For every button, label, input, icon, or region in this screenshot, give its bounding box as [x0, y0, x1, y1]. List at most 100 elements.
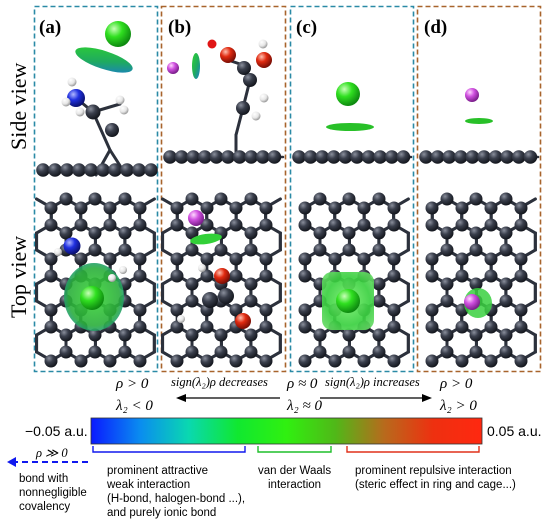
carbon-atom — [214, 328, 228, 342]
vdw-bracket — [257, 446, 332, 453]
carbon-atom — [214, 345, 228, 359]
carbon-atom — [387, 252, 401, 266]
carbon-atom — [229, 252, 243, 266]
carbon-atom — [118, 226, 132, 240]
carbon-atom — [455, 252, 469, 266]
carbon-atom — [387, 269, 401, 283]
carbon-atom — [174, 150, 189, 164]
color-scale-bar — [90, 417, 483, 445]
carbon-atom — [484, 320, 498, 334]
carbon-atom — [342, 243, 356, 257]
carbon-atom — [440, 192, 454, 206]
carbon-atom — [357, 201, 371, 215]
hydrogen-atom — [108, 274, 116, 282]
carbon-atom — [170, 201, 184, 215]
carbon-atom — [484, 218, 498, 232]
carbon-atom — [361, 150, 376, 164]
hydrogen-atom — [61, 97, 71, 107]
carbon-atom — [499, 294, 513, 308]
carbon-atom — [144, 163, 158, 177]
carbon-atom — [500, 150, 514, 164]
carbon-atom — [36, 163, 50, 177]
carbon-atom — [425, 269, 439, 283]
carbon-atom — [244, 243, 258, 257]
carbon-atom — [469, 328, 483, 342]
left-condition-rho: ρ > 0 — [115, 376, 149, 392]
carbon-atom — [514, 303, 528, 317]
carbon-atom — [469, 243, 483, 257]
carbon-atom — [387, 218, 401, 232]
carbon-atom — [385, 150, 399, 164]
carbon-atom — [372, 294, 386, 308]
panel-label-a: (a) — [39, 17, 61, 38]
hydrogen-atom — [54, 248, 62, 256]
carbon-atom — [133, 252, 147, 266]
repulsive-bracket — [346, 446, 480, 453]
carbon-atom — [88, 226, 102, 240]
carbon-atom — [387, 201, 401, 215]
carbon-atom — [237, 61, 251, 75]
carbon-atom — [259, 218, 273, 232]
covalent-line-1: bond with — [19, 473, 68, 485]
carbon-atom — [118, 243, 132, 257]
carbon-atom — [209, 150, 224, 164]
carbon-atom — [488, 150, 503, 164]
carbon-atom — [59, 226, 73, 240]
carbon-atom — [298, 320, 312, 334]
carbon-atom — [465, 150, 480, 164]
scale-min-label: −0.05 a.u. — [25, 423, 88, 439]
oxygen-atom — [220, 47, 236, 63]
carbon-atom — [185, 243, 199, 257]
panel-label-b: (b) — [168, 17, 191, 38]
carbon-atom — [259, 303, 273, 317]
carbon-atom — [133, 201, 147, 215]
covalent-line-3: covalency — [19, 501, 70, 513]
carbon-atom — [342, 328, 356, 342]
oxygen-atom — [214, 268, 230, 284]
carbon-atom — [484, 269, 498, 283]
carbon-atom — [133, 269, 147, 283]
carbon-atom — [88, 345, 102, 359]
carbon-atom — [72, 163, 86, 177]
hydrogen-atom — [115, 95, 125, 105]
carbon-atom — [259, 354, 273, 368]
carbon-atom — [243, 73, 257, 87]
carbon-atom — [200, 354, 214, 368]
carbon-atom — [244, 345, 258, 359]
vdw-category: van der Waals interaction — [258, 465, 331, 491]
carbon-atom — [396, 150, 411, 164]
carbon-atom — [514, 218, 528, 232]
carbon-atom — [44, 252, 58, 266]
attractive-bracket — [92, 446, 246, 453]
carbon-atom — [88, 192, 102, 206]
carbon-atom — [440, 345, 454, 359]
carbon-atom — [484, 252, 498, 266]
carbon-atom — [85, 104, 101, 120]
attractive-line-1: prominent attractive — [107, 465, 208, 477]
carbon-atom — [499, 328, 513, 342]
carbon-atom — [292, 150, 306, 164]
carbon-atom — [202, 292, 218, 308]
carbon-atom — [469, 192, 483, 206]
isosurface — [190, 233, 222, 245]
carbon-atom — [372, 243, 386, 257]
carbon-atom — [244, 277, 258, 291]
hydrogen-atom — [119, 266, 127, 274]
carbon-atom — [298, 354, 312, 368]
carbon-atom — [440, 226, 454, 240]
carbon-atom — [454, 150, 468, 164]
carbon-atom — [255, 150, 270, 164]
carbon-atom — [499, 226, 513, 240]
carbon-atom — [170, 303, 184, 317]
panel-frame-c — [289, 5, 415, 373]
carbon-atom — [387, 320, 401, 334]
carbon-atom — [514, 320, 528, 334]
panel-frame-d — [416, 5, 542, 373]
carbon-atom — [440, 328, 454, 342]
carbon-atom — [133, 320, 147, 334]
carbon-atom — [484, 354, 498, 368]
carbon-atom — [372, 328, 386, 342]
carbon-atom — [229, 303, 243, 317]
carbon-atom — [357, 354, 371, 368]
carbon-atom — [298, 303, 312, 317]
